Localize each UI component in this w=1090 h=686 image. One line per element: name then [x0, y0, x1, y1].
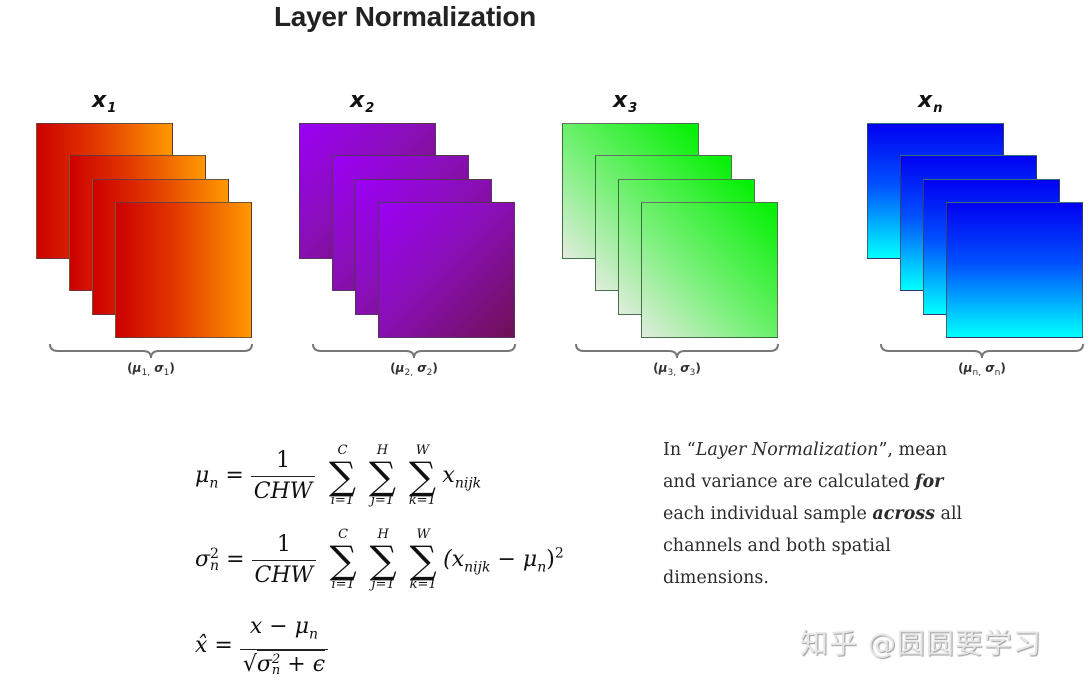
watermark: 知乎 @圆圆要学习 [800, 627, 1042, 660]
sample-label-2: x2 [350, 88, 375, 116]
sample-label-1: x1 [92, 88, 117, 116]
page-title: Layer Normalization [274, 1, 536, 32]
curly-brace-icon [49, 343, 253, 359]
sample-label-3: x3 [613, 88, 638, 116]
channel-map [641, 202, 778, 338]
curly-brace-icon [880, 343, 1084, 359]
stats-label-3: (μ3, σ3) [653, 361, 701, 378]
description-text: In “Layer Normalization”, mean and varia… [663, 440, 963, 588]
curly-brace-icon [312, 343, 516, 359]
curly-brace-icon [575, 343, 779, 359]
stats-label-1: (μ1, σ1) [127, 361, 175, 378]
sample-label-n: xn [918, 88, 943, 116]
channel-map [115, 202, 252, 338]
stats-label-2: (μ2, σ2) [390, 361, 438, 378]
stats-label-n: (μn, σn) [958, 361, 1006, 378]
channel-map [946, 202, 1083, 338]
channel-map [378, 202, 515, 338]
